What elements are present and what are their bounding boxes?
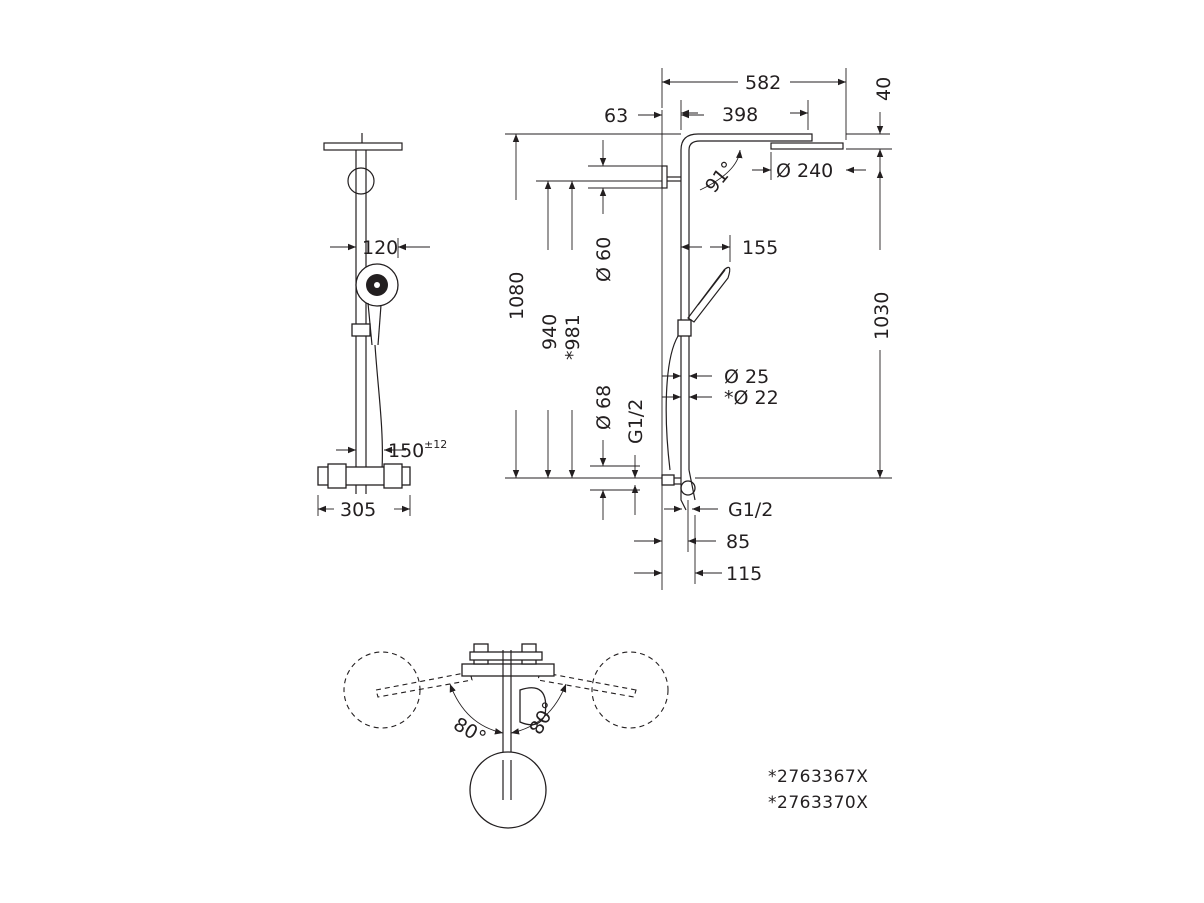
side-view: 582 63 398 40 Ø 240 91° 1080 (505, 68, 895, 590)
top-swivel-circle-left (343, 651, 421, 729)
top-angle-left: 80° (450, 713, 490, 749)
side-thread-top: G1/2 (625, 399, 647, 444)
side-head-diameter: Ø 240 (776, 160, 833, 182)
side-pipe-diameter-22: *Ø 22 (724, 387, 779, 409)
front-slider (351, 323, 371, 337)
side-slider (677, 319, 692, 337)
front-overhead-shower (323, 142, 403, 151)
side-hand-shower (687, 266, 731, 323)
side-arm-398: 398 (722, 104, 758, 126)
front-spacing-tolerance: ±12 (424, 438, 447, 451)
side-height-981: *981 (562, 314, 584, 360)
side-top-width-582: 582 (745, 72, 781, 94)
note-article-1: *2763367X (768, 767, 868, 787)
side-wall-bracket (661, 165, 668, 189)
side-rosette-diameter: Ø 60 (593, 237, 615, 282)
front-spacing-150: 150 (388, 440, 424, 462)
side-depth-115: 115 (726, 563, 762, 585)
side-angle-91: 91° (701, 157, 740, 197)
side-height-1080: 1080 (506, 272, 528, 320)
side-height-940: 940 (539, 314, 561, 350)
top-view: 80° 80° (343, 643, 669, 829)
top-thermostat-body (461, 663, 555, 677)
front-width-120: 120 (362, 237, 398, 259)
side-thickness-40: 40 (873, 77, 895, 101)
note-article-2: *2763370X (768, 793, 868, 813)
side-hose (665, 335, 679, 471)
front-width-305: 305 (340, 499, 376, 521)
side-thermostat (661, 474, 675, 486)
side-overhead-shower (770, 142, 844, 150)
side-offset-63: 63 (604, 105, 628, 127)
side-depth-85: 85 (726, 531, 750, 553)
side-hand-offset-155: 155 (742, 237, 778, 259)
front-view: 120 150 ±12 305 (317, 133, 447, 521)
side-height-1030: 1030 (871, 292, 893, 340)
side-connection-diameter: Ø 68 (593, 385, 615, 430)
top-swivel-circle-right (591, 651, 669, 729)
side-pipe-diameter-25: Ø 25 (724, 366, 769, 388)
front-hose (374, 344, 383, 471)
front-wall-bracket (347, 167, 375, 195)
article-notes: *2763367X *2763370X (768, 767, 868, 813)
side-thread-bottom: G1/2 (728, 499, 773, 521)
side-shower-arm (680, 133, 813, 151)
top-overhead-shower (469, 751, 547, 829)
